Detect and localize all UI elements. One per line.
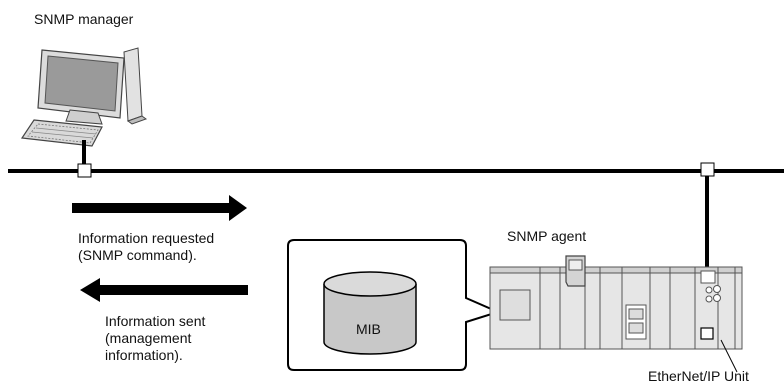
agent-label: SNMP agent [507, 228, 587, 244]
unit-connector [700, 162, 715, 177]
sent-arrow [80, 278, 248, 302]
mib-label: MIB [356, 321, 381, 337]
unit-label: EtherNet/IP Unit [648, 368, 749, 384]
request-label-line2: (SNMP command). [78, 247, 197, 263]
manager-connector [77, 163, 92, 178]
manager-label: SNMP manager [34, 11, 134, 27]
manager-computer-icon [20, 47, 148, 147]
sent-label-line3: information). [105, 347, 183, 363]
unit-ethernet-port [700, 327, 714, 340]
sent-label-line2: (management [105, 330, 192, 346]
request-label-line1: Information requested [78, 230, 215, 246]
mib-database-icon [323, 271, 417, 355]
request-arrow [72, 195, 247, 221]
sent-label-line1: Information sent [105, 313, 206, 329]
unit-leader-line [720, 339, 738, 373]
plc-rack-icon [489, 255, 743, 350]
